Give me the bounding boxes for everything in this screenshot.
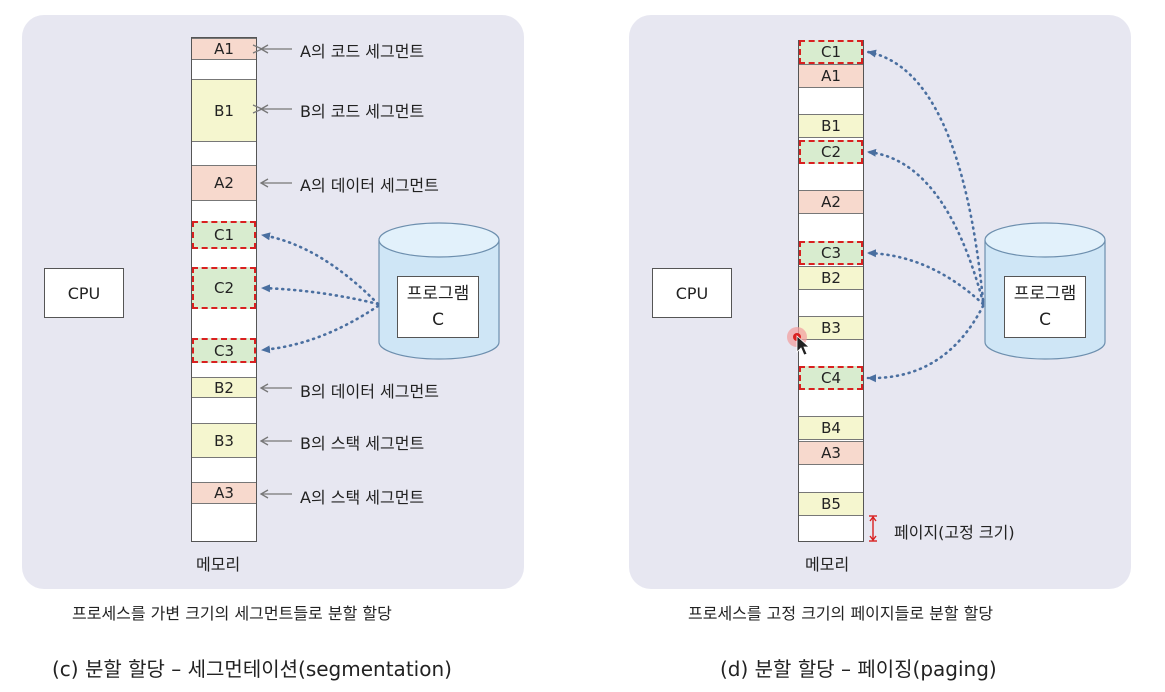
program-name-left: C (432, 310, 444, 330)
memory-block-a3: A3 (192, 482, 256, 504)
mouse-cursor-icon (787, 327, 811, 356)
memory-block-c3: C3 (192, 338, 256, 363)
page-block-b5: B5 (799, 492, 863, 516)
memory-block-a2: A2 (192, 165, 256, 201)
figure-title-c: (c) 분할 할당 – 세그먼테이션(segmentation) (52, 657, 452, 681)
memory-block-a1: A1 (192, 38, 256, 60)
page-block-b3: B3 (799, 316, 863, 340)
figure-title-d: (d) 분할 할당 – 페이징(paging) (720, 657, 997, 681)
memory-label-left: 메모리 (196, 555, 241, 574)
page-block-b2: B2 (799, 266, 863, 290)
segment-label-b-code: B의 코드 세그먼트 (300, 102, 425, 121)
memory-block-b2: B2 (192, 377, 256, 398)
memory-block-c1: C1 (192, 221, 256, 249)
page-block-c1: C1 (799, 40, 863, 64)
page-block-b1: B1 (799, 114, 863, 138)
program-title-right: 프로그램 (1013, 284, 1077, 304)
memory-block-c2: C2 (192, 267, 256, 309)
segment-pointer-arrows (261, 45, 292, 499)
memory-block-b3: B3 (192, 423, 256, 458)
caption-right: 프로세스를 고정 크기의 페이지들로 분할 할당 (688, 604, 994, 623)
caption-left: 프로세스를 가변 크기의 세그먼트들로 분할 할당 (72, 604, 392, 623)
segment-label-a-stack: A의 스택 세그먼트 (300, 488, 425, 507)
cpu-box-right: CPU (652, 268, 732, 318)
page-block-a2: A2 (799, 190, 863, 214)
page-block-a1: A1 (799, 64, 863, 88)
segment-label-b-data: B의 데이터 세그먼트 (300, 382, 439, 401)
program-c-label-right: 프로그램 C (1004, 276, 1086, 338)
page-block-c3: C3 (799, 241, 863, 265)
page-block-c2: C2 (799, 140, 863, 164)
page-mapping-arrows (866, 49, 985, 383)
program-name-right: C (1039, 310, 1051, 330)
program-c-label-left: 프로그램 C (397, 276, 479, 338)
segment-label-a-code: A의 코드 세그먼트 (300, 42, 425, 61)
segment-mapping-arrows (260, 232, 380, 354)
segment-label-a-data: A의 데이터 세그먼트 (300, 176, 439, 195)
program-title-left: 프로그램 (406, 284, 470, 304)
page-block-a3: A3 (799, 441, 863, 465)
page-size-bracket (869, 515, 877, 542)
segment-label-b-stack: B의 스택 세그먼트 (300, 434, 425, 453)
memory-block-b1: B1 (192, 79, 256, 142)
memory-label-right: 메모리 (805, 555, 850, 574)
page-block-b4: B4 (799, 416, 863, 440)
page-size-label: 페이지(고정 크기) (894, 523, 1015, 542)
cpu-box-left: CPU (44, 268, 124, 318)
page-block-c4: C4 (799, 366, 863, 390)
